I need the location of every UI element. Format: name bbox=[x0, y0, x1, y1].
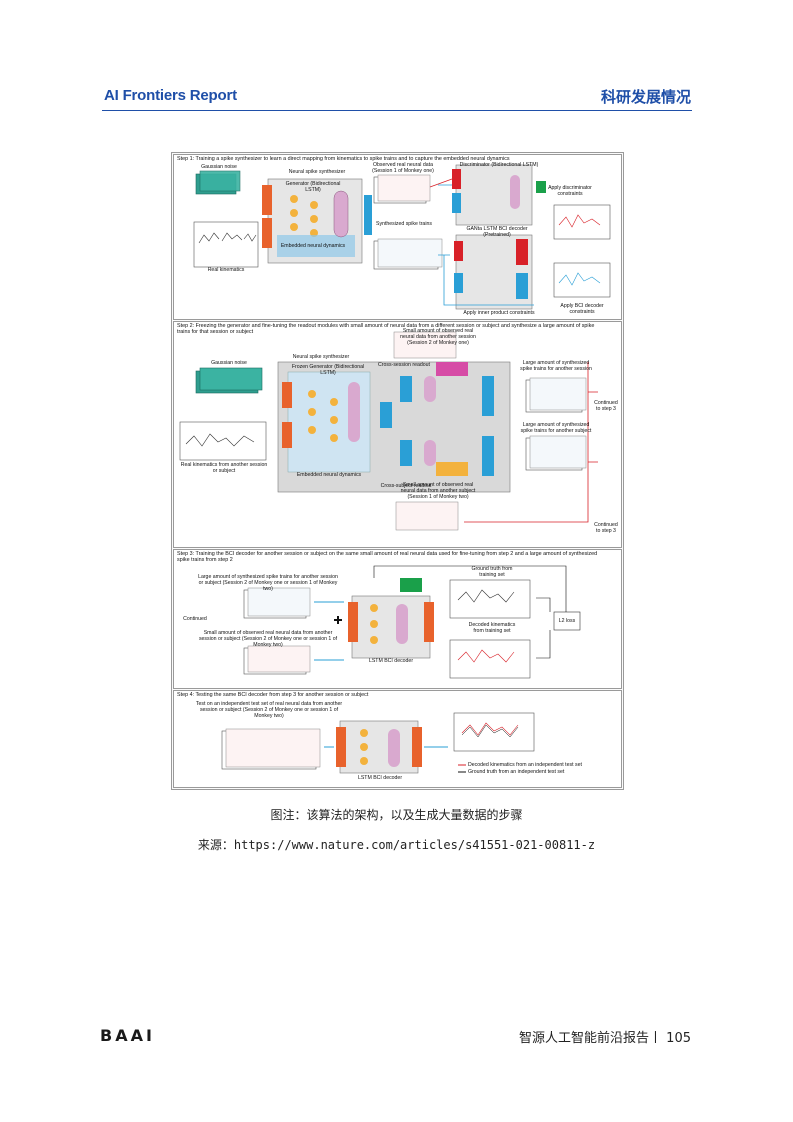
step2-continued-1: Continued to step 3 bbox=[594, 400, 618, 412]
step1-embedded: Embedded neural dynamics bbox=[280, 243, 346, 249]
step2-frozen-generator: Frozen Generator (Bidirectional LSTM) bbox=[291, 364, 365, 376]
figure-source: 来源：https://www.nature.com/articles/s4155… bbox=[197, 838, 596, 852]
step1-synthesized: Synthesized spike trains bbox=[376, 221, 432, 227]
step3-large-synth: Large amount of synthesized spike trains… bbox=[198, 574, 338, 592]
step1-diagram bbox=[193, 164, 611, 310]
step3-decoded: Decoded kinematics from training set bbox=[468, 622, 516, 634]
step4-lstm: LSTM BCI decoder bbox=[357, 775, 403, 781]
step3-panel: Step 3: Training the BCI decoder for ano… bbox=[173, 549, 622, 689]
step1-apply-disc: Apply discriminator constraints bbox=[548, 185, 592, 197]
step1-gaussian-noise: Gaussian noise bbox=[201, 164, 237, 170]
step2-panel: Step 2: Freezing the generator and fine-… bbox=[173, 321, 622, 548]
step2-continued-2: Continued to step 3 bbox=[594, 522, 618, 534]
step4-panel: Step 4: Testing the same BCI decoder fro… bbox=[173, 690, 622, 788]
step1-synth-label: Neural spike synthesizer bbox=[288, 169, 346, 175]
step3-l2: L2 loss bbox=[558, 618, 576, 624]
step4-diagram bbox=[221, 712, 535, 774]
step4-title: Step 4: Testing the same BCI decoder fro… bbox=[177, 692, 369, 698]
step4-legend-ground: Ground truth from an independent test se… bbox=[468, 769, 565, 775]
step2-kinematics: Real kinematics from another session or … bbox=[180, 462, 268, 474]
step3-continued: Continued bbox=[183, 616, 207, 622]
step2-title: Step 2: Freezing the generator and fine-… bbox=[177, 323, 595, 336]
step1-apply-inner: Apply inner product constraints bbox=[463, 310, 535, 316]
step2-cross-subject: Cross-subject readout bbox=[380, 483, 432, 489]
step2-cross-session: Cross-session readout bbox=[378, 362, 430, 368]
step1-discriminator: Discriminator (Bidirectional LSTM) bbox=[459, 162, 539, 168]
footer-page-info: 智源人工智能前沿报告丨 105 bbox=[519, 1031, 691, 1046]
step1-apply-bci: Apply BCI decoder constraints bbox=[560, 303, 604, 315]
step4-legend-decoded: Decoded kinematics from an independent t… bbox=[468, 762, 582, 768]
step3-diagram bbox=[243, 565, 581, 679]
step4-test: Test on an independent test set of real … bbox=[195, 701, 343, 719]
step1-real-kinematics: Real kinematics bbox=[207, 267, 245, 273]
step2-gaussian: Gaussian noise bbox=[211, 360, 247, 366]
step2-large-session: Large amount of synthesized spike trains… bbox=[520, 360, 592, 372]
step2-small-subject: Small amount of observed real neural dat… bbox=[400, 482, 476, 500]
header-divider bbox=[102, 110, 692, 111]
step1-title: Step 1: Training a spike synthesizer to … bbox=[177, 156, 510, 162]
step3-small-observed: Small amount of observed real neural dat… bbox=[198, 630, 338, 648]
step3-lstm: LSTM BCI decoder bbox=[368, 658, 414, 664]
step2-large-subject: Large amount of synthesized spike trains… bbox=[520, 422, 592, 434]
step1-panel: Step 1: Training a spike synthesizer to … bbox=[173, 154, 622, 320]
step1-observed: Observed real neural data (Session 1 of … bbox=[372, 162, 434, 174]
step1-ganita: GANta LSTM BCI decoder (Pretrained) bbox=[466, 226, 528, 238]
step3-title: Step 3: Training the BCI decoder for ano… bbox=[177, 551, 598, 564]
step1-generator: Generator (Bidirectional LSTM) bbox=[285, 181, 341, 193]
step2-embedded: Embedded neural dynamics bbox=[296, 472, 362, 478]
baai-logo: BAAI bbox=[100, 1026, 155, 1045]
step2-diagram bbox=[179, 331, 598, 531]
step2-small-observed: Small amount of observed real neural dat… bbox=[400, 328, 476, 346]
step2-synth-label: Neural spike synthesizer bbox=[292, 354, 350, 360]
architecture-figure: Step 1: Training a spike synthesizer to … bbox=[171, 152, 624, 790]
figure-caption: 图注：该算法的架构，以及生成大量数据的步骤 bbox=[270, 808, 523, 822]
step3-ground-truth: Ground truth from training set bbox=[471, 566, 513, 578]
report-title: AI Frontiers Report bbox=[104, 87, 237, 104]
section-title: 科研发展情况 bbox=[600, 88, 691, 106]
